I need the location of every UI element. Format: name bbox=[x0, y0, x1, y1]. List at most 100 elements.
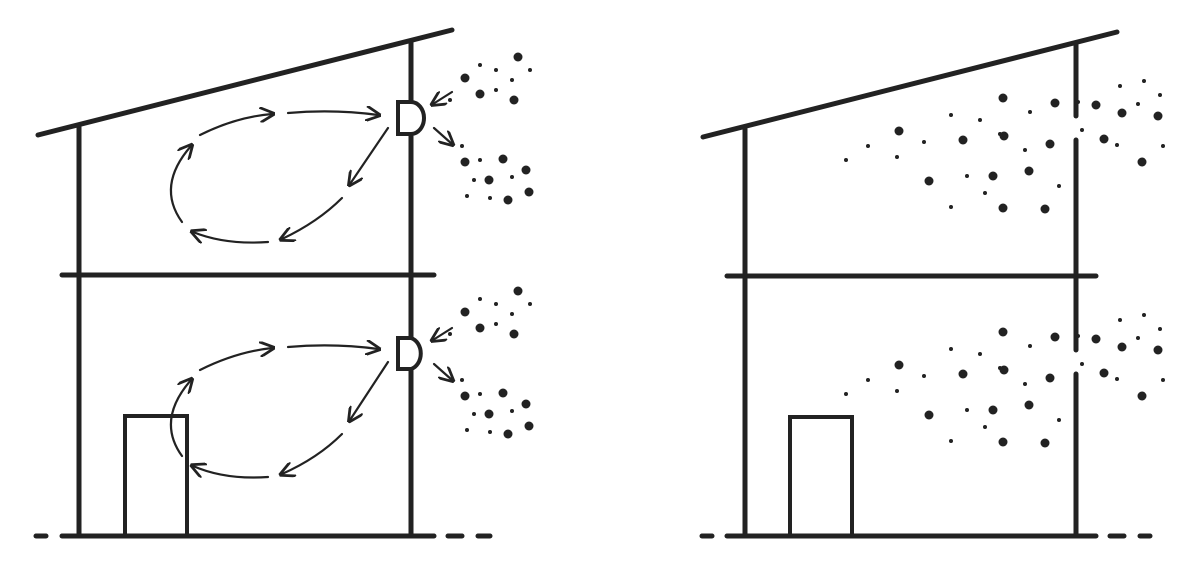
particle-dot-icon bbox=[478, 63, 482, 67]
particle-dot-icon bbox=[503, 195, 513, 205]
airflow-loop-upper bbox=[169, 111, 390, 243]
particle-dot-icon bbox=[494, 88, 498, 92]
particle-dot-icon bbox=[510, 175, 514, 179]
particle-dot-icon bbox=[894, 360, 904, 370]
particle-dot-icon bbox=[460, 307, 470, 317]
particle-dot-icon bbox=[965, 174, 969, 178]
left-roof bbox=[35, 27, 455, 138]
particle-dot-icon bbox=[1024, 166, 1034, 176]
particle-dot-icon bbox=[488, 430, 492, 434]
particle-dot-icon bbox=[460, 378, 464, 382]
particle-dot-icon bbox=[472, 178, 476, 182]
particle-dot-icon bbox=[494, 68, 498, 72]
particle-dot-icon bbox=[448, 332, 452, 336]
particle-dot-icon bbox=[922, 374, 926, 378]
particle-dot-icon bbox=[978, 352, 982, 356]
ventilation-unit-icon bbox=[396, 100, 426, 136]
particle-dot-icon bbox=[924, 410, 934, 420]
particle-dot-icon bbox=[521, 165, 531, 175]
airflow-arrow-icon bbox=[282, 196, 344, 239]
left-door bbox=[123, 414, 189, 537]
left-house bbox=[33, 27, 493, 539]
airflow-loop-lower bbox=[169, 345, 390, 479]
particle-dot-icon bbox=[509, 95, 519, 105]
airflow-arrow-icon bbox=[169, 146, 191, 224]
particle-dot-icon bbox=[1161, 378, 1165, 382]
ventilation-unit-icon bbox=[396, 336, 423, 371]
particle-dot-icon bbox=[922, 140, 926, 144]
particle-dot-icon bbox=[1142, 79, 1146, 83]
airflow-arrow-icon bbox=[193, 232, 270, 243]
particle-dot-icon bbox=[1057, 418, 1061, 422]
particle-dot-icon bbox=[1099, 134, 1109, 144]
airflow-arrow-icon bbox=[198, 114, 272, 137]
unit-exchange-arrows bbox=[432, 90, 454, 380]
particle-dot-icon bbox=[844, 392, 848, 396]
particle-dot-icon bbox=[894, 126, 904, 136]
particle-dot-icon bbox=[1080, 362, 1084, 366]
particle-dot-icon bbox=[1115, 143, 1119, 147]
particle-dot-icon bbox=[988, 171, 998, 181]
particle-dot-icon bbox=[949, 347, 953, 351]
particle-dot-icon bbox=[1057, 184, 1061, 188]
particle-dot-icon bbox=[998, 327, 1008, 337]
particle-dot-icon bbox=[895, 389, 899, 393]
particle-dot-icon bbox=[478, 158, 482, 162]
airflow-arrow-icon bbox=[169, 380, 191, 458]
particle-dot-icon bbox=[1137, 157, 1147, 167]
particle-dot-icon bbox=[999, 365, 1009, 375]
airflow-arrow-icon bbox=[286, 111, 378, 115]
particle-dot-icon bbox=[949, 205, 953, 209]
particle-dot-icon bbox=[510, 78, 514, 82]
particle-dot-icon bbox=[460, 144, 464, 148]
particle-dot-icon bbox=[1137, 391, 1147, 401]
right-door bbox=[788, 415, 854, 537]
airflow-arrow-icon bbox=[432, 126, 452, 144]
particle-dot-icon bbox=[524, 187, 534, 197]
particle-dot-icon bbox=[1040, 438, 1050, 448]
particle-dot-icon bbox=[1115, 377, 1119, 381]
particle-dot-icon bbox=[1117, 108, 1127, 118]
particle-dot-icon bbox=[924, 176, 934, 186]
airflow-arrow-icon bbox=[198, 348, 272, 372]
particle-dot-icon bbox=[1050, 98, 1060, 108]
particle-dot-icon bbox=[1045, 373, 1055, 383]
particle-dot-icon bbox=[513, 286, 523, 296]
particle-dot-icon bbox=[484, 175, 494, 185]
particle-dot-icon bbox=[1117, 342, 1127, 352]
particle-dot-icon bbox=[478, 297, 482, 301]
particle-dot-icon bbox=[465, 194, 469, 198]
particle-dot-icon bbox=[988, 405, 998, 415]
particle-dot-icon bbox=[1024, 400, 1034, 410]
particle-dot-icon bbox=[503, 429, 513, 439]
particle-dot-icon bbox=[484, 409, 494, 419]
particle-dot-icon bbox=[460, 391, 470, 401]
particle-dot-icon bbox=[999, 131, 1009, 141]
airflow-arrow-icon bbox=[433, 90, 454, 104]
airflow-arrow-icon bbox=[350, 126, 390, 184]
particle-dot-icon bbox=[494, 322, 498, 326]
particle-dot-icon bbox=[475, 323, 485, 333]
particle-dot-icon bbox=[1023, 382, 1027, 386]
particle-dot-icon bbox=[448, 98, 452, 102]
particle-dot-icon bbox=[998, 437, 1008, 447]
particle-dot-icon bbox=[1045, 139, 1055, 149]
particle-dot-icon bbox=[965, 408, 969, 412]
particle-dot-icon bbox=[494, 302, 498, 306]
particle-dot-icon bbox=[488, 196, 492, 200]
particle-dot-icon bbox=[1099, 368, 1109, 378]
particle-dot-icon bbox=[509, 329, 519, 339]
particle-dot-icon bbox=[1040, 204, 1050, 214]
particle-dot-icon bbox=[844, 158, 848, 162]
airflow-arrow-icon bbox=[282, 432, 344, 474]
particle-dot-icon bbox=[958, 369, 968, 379]
particle-dot-icon bbox=[478, 392, 482, 396]
particle-dot-icon bbox=[895, 155, 899, 159]
particle-dot-icon bbox=[866, 144, 870, 148]
particle-dot-icon bbox=[475, 89, 485, 99]
particle-dot-icon bbox=[1136, 102, 1140, 106]
particle-dot-icon bbox=[1028, 344, 1032, 348]
particle-dot-icon bbox=[1153, 111, 1163, 121]
